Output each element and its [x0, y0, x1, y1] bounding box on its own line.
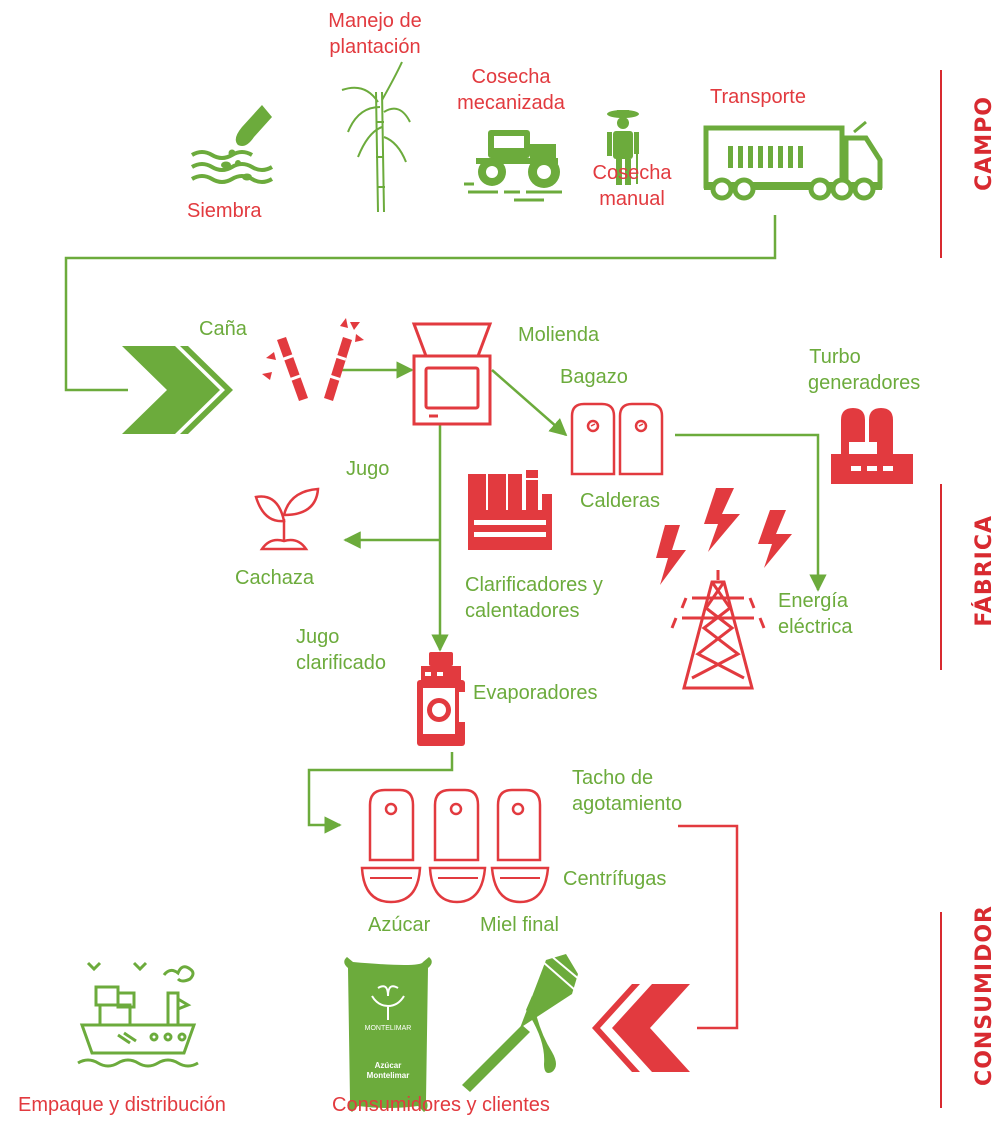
label-azucar: Azúcar [368, 914, 431, 936]
label-clarif-1: Clarificadores y [465, 574, 603, 596]
label-transporte: Transporte [710, 86, 806, 108]
fabrica-divider [940, 484, 942, 670]
label-molienda: Molienda [518, 324, 600, 346]
evaporadores-to-centrifugas-arrow [307, 752, 454, 834]
label-consumidores: Consumidores y clientes [332, 1094, 550, 1116]
label-bagazo: Bagazo [560, 366, 628, 388]
label-clarif-2: calentadores [465, 600, 580, 622]
label-turbo-1: Turbo [809, 346, 861, 368]
label-cosecha-man-2: manual [599, 188, 665, 210]
campo-to-fabrica-line [64, 215, 777, 392]
label-centrifugas: Centrífugas [563, 868, 667, 890]
tacho-to-consumidor-line [678, 824, 739, 1030]
power-tower-icon [670, 570, 766, 690]
sowing-hand-icon [190, 105, 274, 184]
honey-dipper-icon [462, 954, 581, 1092]
label-cosecha-mec-1: Cosecha [471, 66, 551, 88]
section-campo: CAMPO [972, 96, 997, 191]
evaporator-icon [417, 652, 465, 746]
boilers-icon [570, 402, 664, 476]
label-cosecha-man-1: Cosecha [592, 162, 672, 184]
sugar-bag-icon [344, 957, 432, 1112]
turbo-generator-icon [831, 408, 913, 484]
lightning-icon [656, 488, 792, 585]
sprout-icon [254, 487, 320, 551]
section-fabrica: FÁBRICA [972, 515, 997, 627]
label-energia-2: eléctrica [778, 616, 853, 638]
label-tacho-1: Tacho de [572, 767, 654, 789]
label-turbo-2: generadores [808, 372, 921, 394]
molienda-to-calderas-arrow [491, 369, 568, 437]
cane-stalks-icon [262, 318, 364, 401]
label-evaporadores: Evaporadores [473, 682, 598, 704]
label-siembra: Siembra [187, 200, 262, 222]
label-cana: Caña [199, 318, 247, 340]
bag-brand: MONTELIMAR [365, 1025, 412, 1032]
factory-icon [468, 470, 552, 550]
label-jugo-clar-2: clarificado [296, 652, 387, 674]
bag-line-2: Montelimar [367, 1071, 410, 1080]
section-consumidor: CONSUMIDOR [972, 905, 997, 1086]
bag-line-1: Azúcar [375, 1061, 402, 1070]
ship-icon [77, 961, 199, 1068]
label-cosecha-mec-2: mecanizada [457, 92, 565, 114]
label-miel: Miel final [480, 914, 559, 936]
connectors [64, 215, 827, 1030]
label-jugo-clar-1: Jugo [296, 626, 340, 648]
label-manejo-1: Manejo de [328, 10, 422, 32]
label-manejo-2: plantación [329, 36, 421, 58]
label-cachaza: Cachaza [235, 567, 314, 589]
mill-icon [411, 322, 493, 426]
label-empaque: Empaque y distribución [18, 1094, 226, 1116]
calderas-to-energia-arrow [675, 433, 827, 592]
tractor-icon [464, 130, 562, 202]
truck-icon [703, 120, 883, 201]
campo-divider [940, 70, 942, 258]
farmer-icon [607, 110, 639, 185]
label-energia-1: Energía [778, 590, 849, 612]
label-jugo: Jugo [346, 458, 390, 480]
double-chevron-left-icon [592, 984, 690, 1072]
consumidor-divider [940, 912, 942, 1108]
centrifuge-icon [360, 788, 550, 904]
label-tacho-2: agotamiento [572, 793, 683, 815]
label-calderas: Calderas [580, 490, 661, 512]
double-chevron-right-icon [122, 346, 233, 434]
cane-plant-icon [341, 61, 411, 213]
